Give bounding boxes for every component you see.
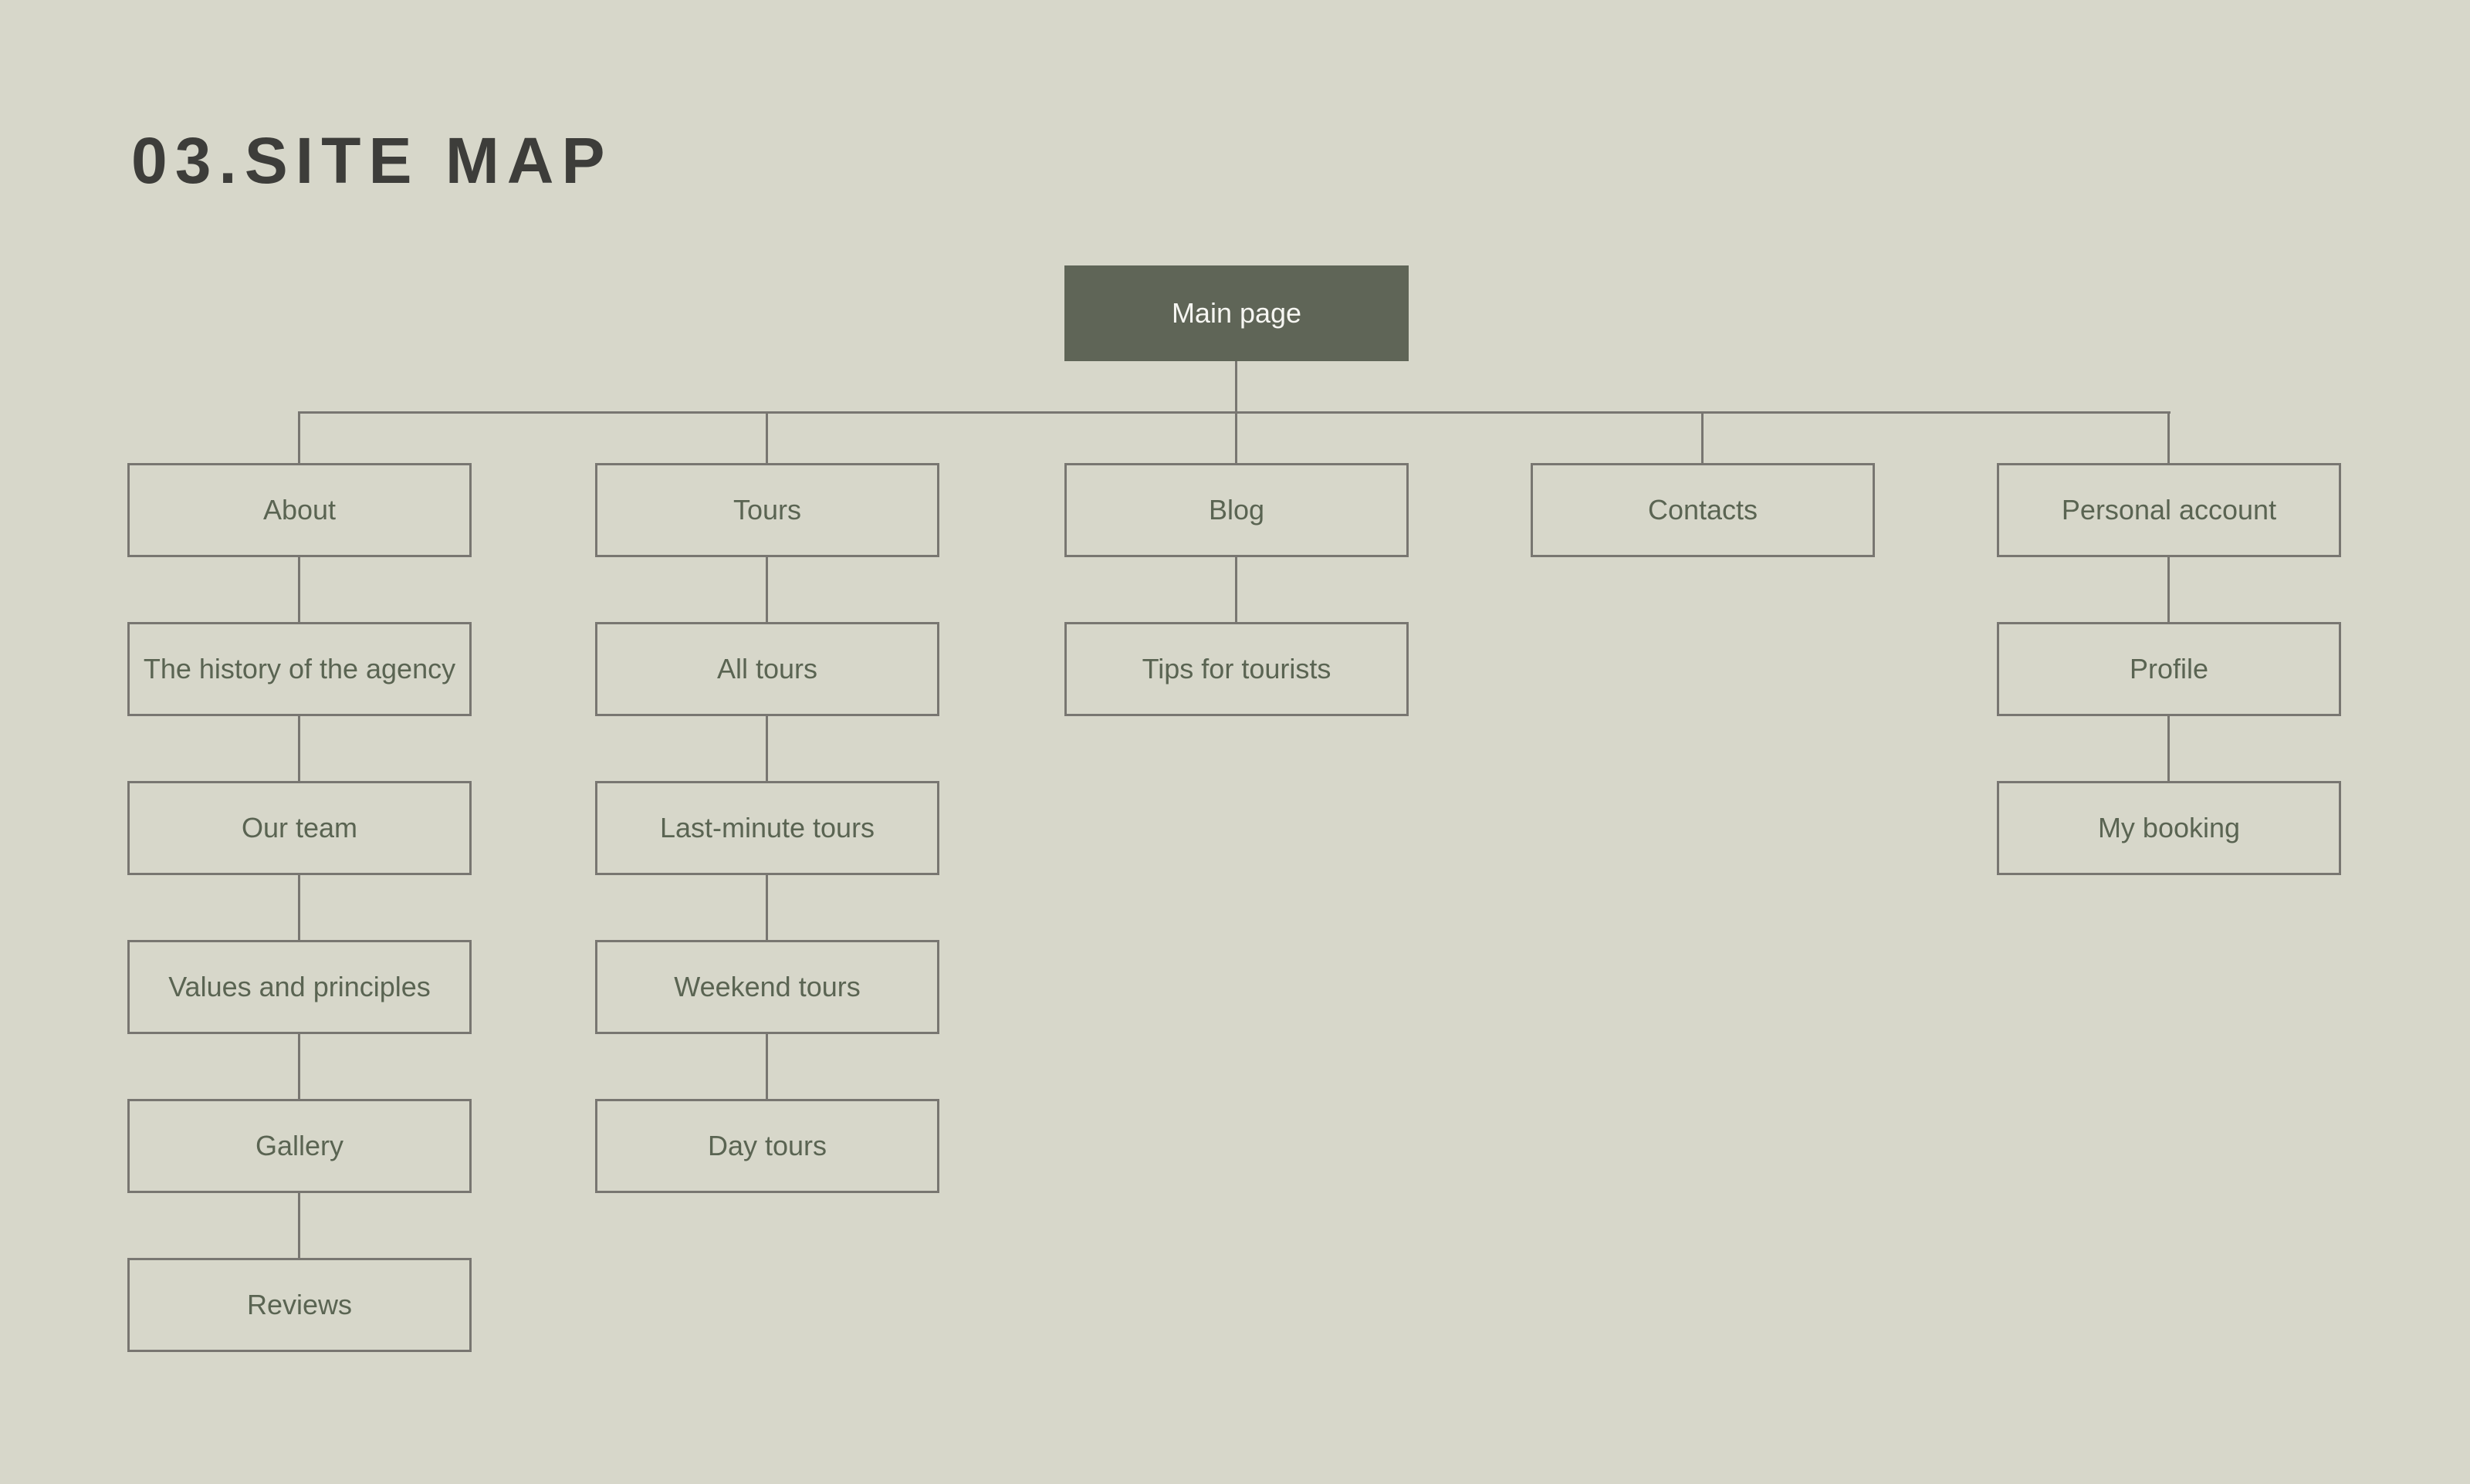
node-weekend-tours: Weekend tours [595, 940, 939, 1034]
node-last-minute-tours: Last-minute tours [595, 781, 939, 875]
connector-tours-2 [766, 716, 768, 781]
connector-root-stem [1235, 361, 1237, 412]
node-main-page: Main page [1064, 265, 1409, 361]
node-reviews: Reviews [127, 1258, 472, 1352]
connector-about-5 [298, 1193, 300, 1258]
connector-stub-contacts [1701, 414, 1704, 463]
connector-about-1 [298, 557, 300, 622]
node-values-and-principles: Values and principles [127, 940, 472, 1034]
node-personal-account: Personal account [1997, 463, 2341, 557]
connector-stub-about [298, 414, 300, 463]
connector-tours-4 [766, 1034, 768, 1099]
connector-about-2 [298, 716, 300, 781]
node-profile: Profile [1997, 622, 2341, 716]
node-blog: Blog [1064, 463, 1409, 557]
node-gallery: Gallery [127, 1099, 472, 1193]
connector-about-3 [298, 875, 300, 940]
connector-stub-blog [1235, 414, 1237, 463]
node-tours: Tours [595, 463, 939, 557]
node-history-of-agency: The history of the agency [127, 622, 472, 716]
connector-personal-2 [2167, 716, 2170, 781]
connector-stub-personal-account [2167, 414, 2170, 463]
connector-rail [298, 411, 2171, 414]
node-day-tours: Day tours [595, 1099, 939, 1193]
connector-tours-3 [766, 875, 768, 940]
connector-about-4 [298, 1034, 300, 1099]
node-our-team: Our team [127, 781, 472, 875]
node-my-booking: My booking [1997, 781, 2341, 875]
connector-blog-1 [1235, 557, 1237, 622]
node-about: About [127, 463, 472, 557]
node-contacts: Contacts [1531, 463, 1875, 557]
connector-stub-tours [766, 414, 768, 463]
node-all-tours: All tours [595, 622, 939, 716]
page-title: 03.SITE MAP [131, 124, 613, 197]
connector-personal-1 [2167, 557, 2170, 622]
node-tips-for-tourists: Tips for tourists [1064, 622, 1409, 716]
connector-tours-1 [766, 557, 768, 622]
